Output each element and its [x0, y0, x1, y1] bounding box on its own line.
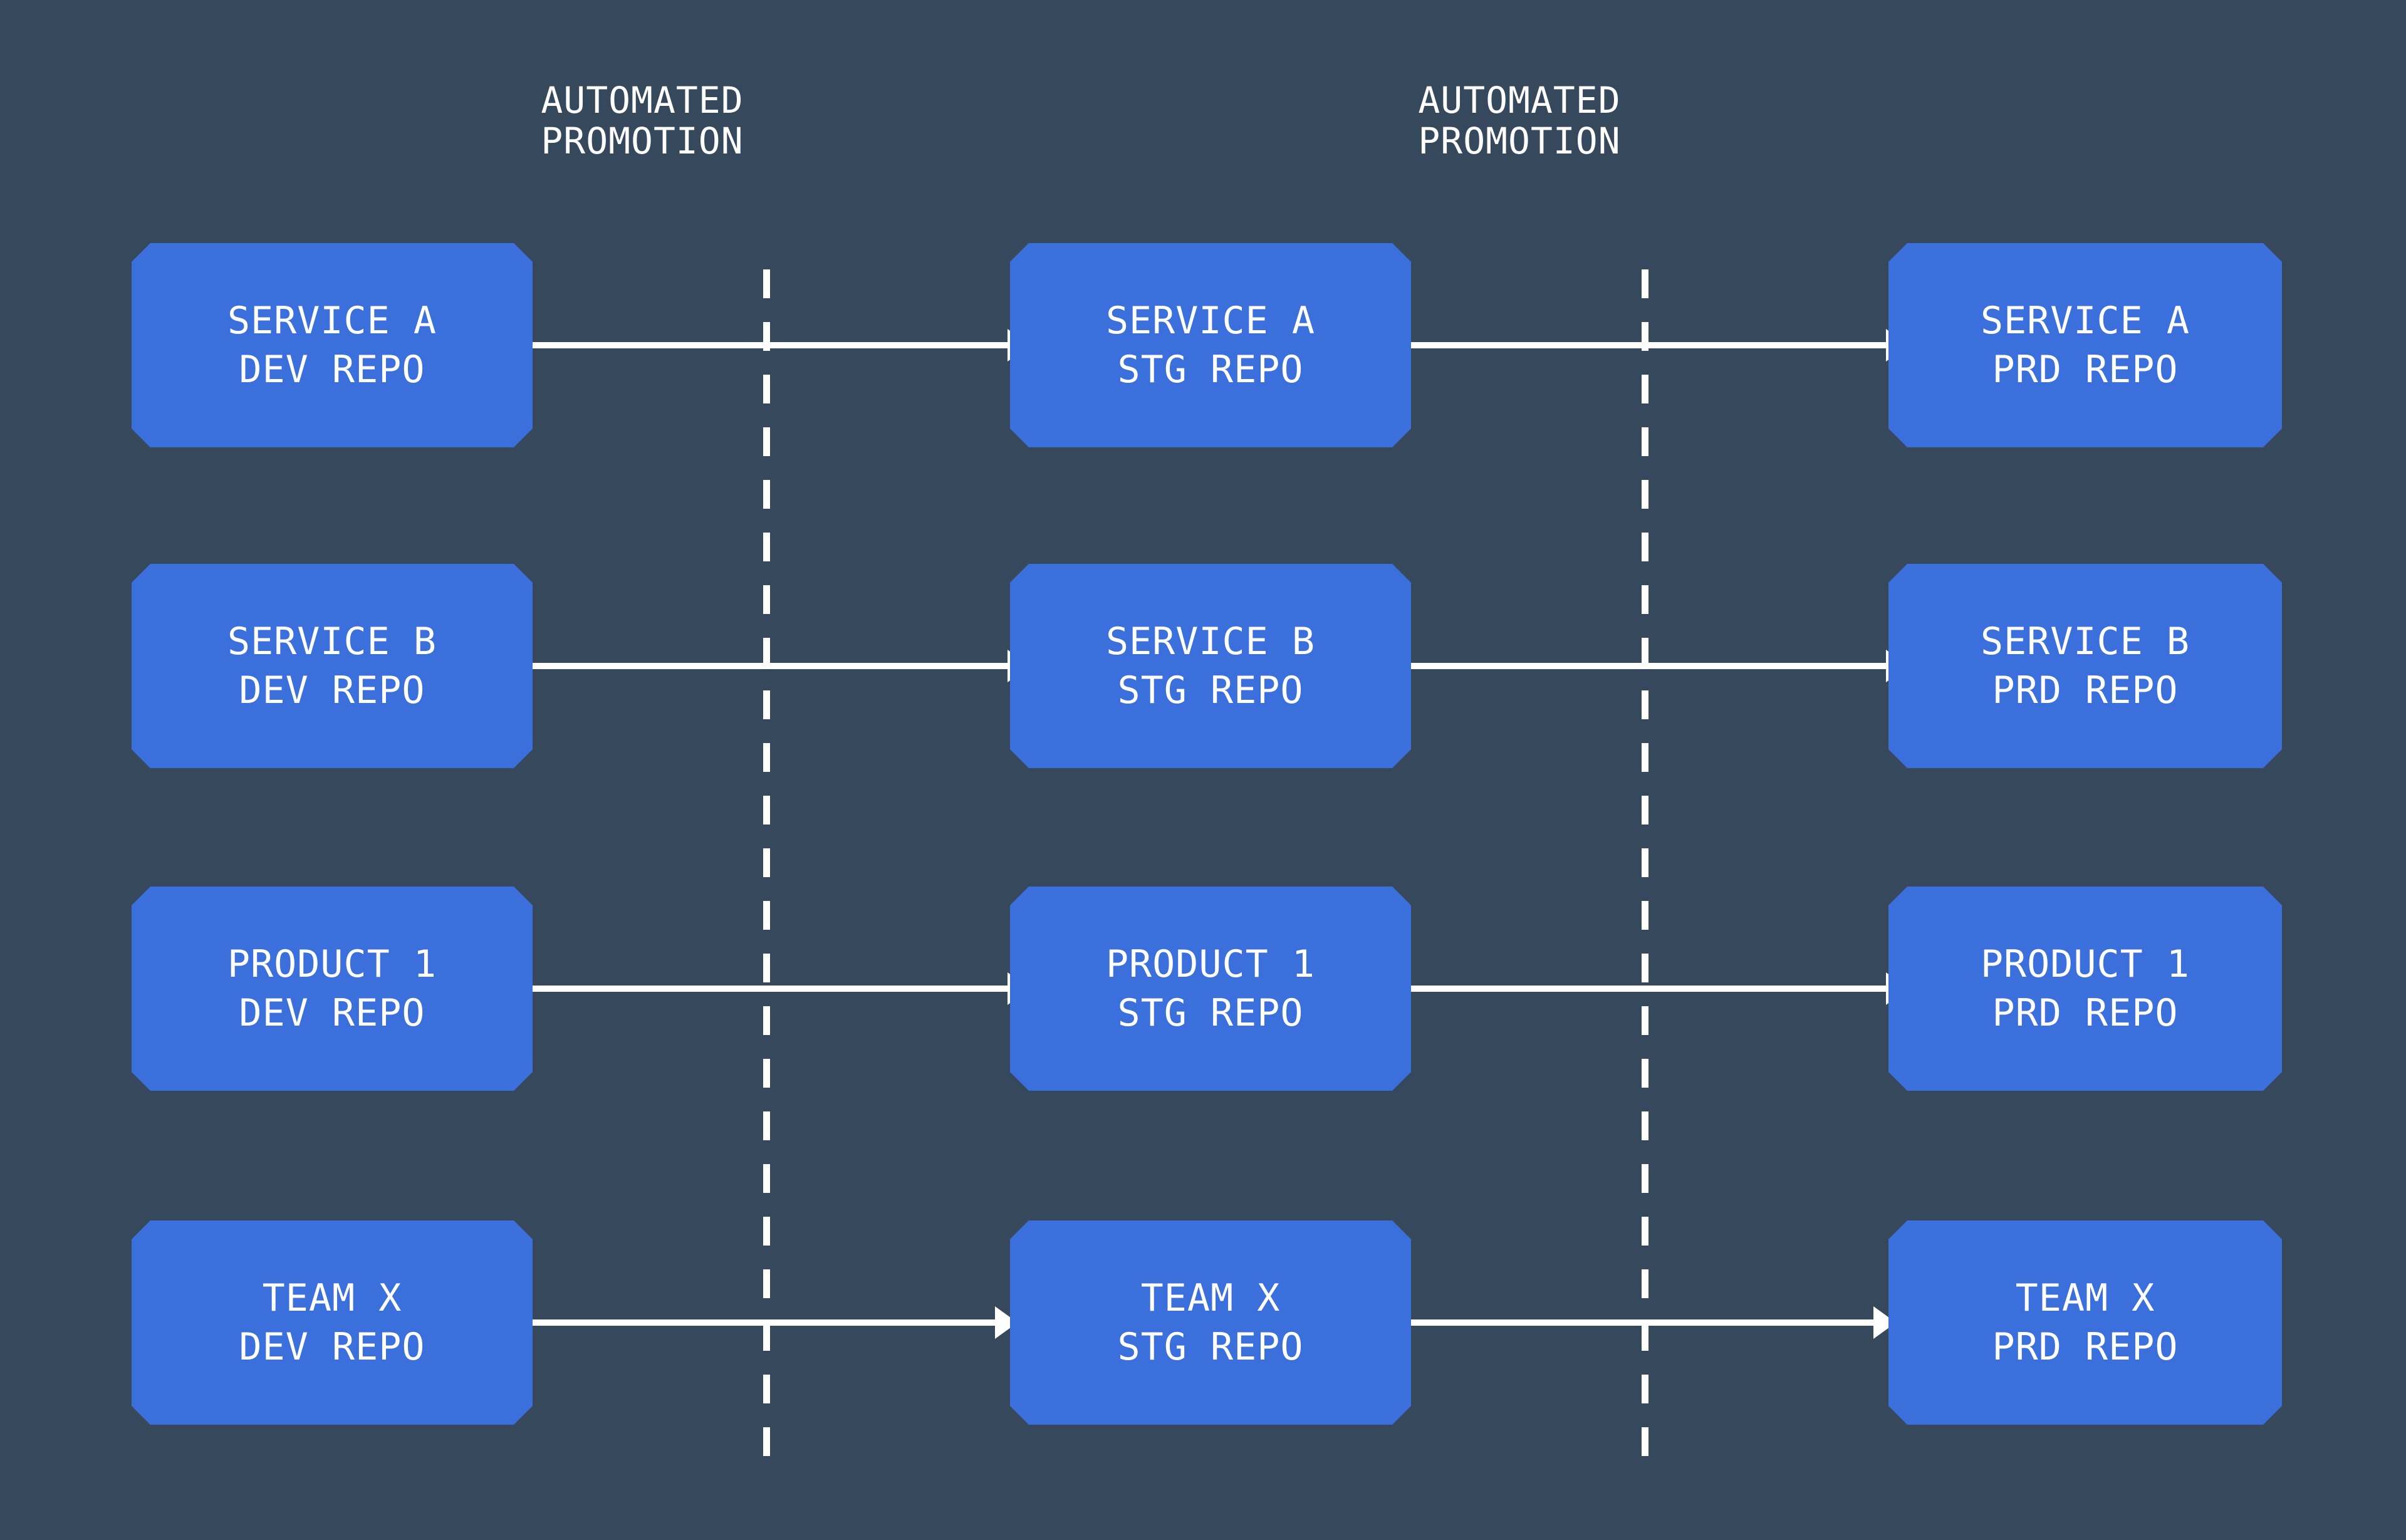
node-subtitle: PRD REPO	[1992, 1325, 2179, 1369]
node-service-b-dev[interactable]: SERVICE B DEV REPO	[132, 564, 533, 768]
arrow-product-1-stg-to-prd	[1411, 986, 1887, 992]
boundary-caption-2: AUTOMATED PROMOTION	[1418, 79, 1621, 162]
node-title: SERVICE A	[1105, 299, 1316, 343]
node-product-1-prd[interactable]: PRODUCT 1 PRD REPO	[1888, 887, 2282, 1091]
node-subtitle: STG REPO	[1117, 669, 1304, 712]
node-subtitle: DEV REPO	[239, 348, 425, 392]
node-title: SERVICE B	[1105, 620, 1316, 663]
node-title: SERVICE A	[227, 299, 437, 343]
node-product-1-stg[interactable]: PRODUCT 1 STG REPO	[1010, 887, 1411, 1091]
node-team-x-prd[interactable]: TEAM X PRD REPO	[1888, 1220, 2282, 1425]
arrow-service-b-dev-to-stg	[533, 663, 1009, 669]
boundary-line-2	[1642, 269, 1648, 1466]
node-service-a-prd[interactable]: SERVICE A PRD REPO	[1888, 243, 2282, 447]
node-product-1-dev[interactable]: PRODUCT 1 DEV REPO	[132, 887, 533, 1091]
node-title: TEAM X	[2015, 1276, 2155, 1320]
node-subtitle: PRD REPO	[1992, 669, 2179, 712]
arrow-team-x-dev-to-stg	[533, 1319, 996, 1326]
node-service-a-dev[interactable]: SERVICE A DEV REPO	[132, 243, 533, 447]
node-title: SERVICE A	[1980, 299, 2190, 343]
node-team-x-dev[interactable]: TEAM X DEV REPO	[132, 1220, 533, 1425]
node-subtitle: STG REPO	[1117, 1325, 1304, 1369]
node-title: SERVICE B	[1980, 620, 2190, 663]
node-title: PRODUCT 1	[1105, 942, 1316, 986]
node-subtitle: STG REPO	[1117, 991, 1304, 1035]
node-team-x-stg[interactable]: TEAM X STG REPO	[1010, 1220, 1411, 1425]
node-service-b-stg[interactable]: SERVICE B STG REPO	[1010, 564, 1411, 768]
node-service-b-prd[interactable]: SERVICE B PRD REPO	[1888, 564, 2282, 768]
node-title: PRODUCT 1	[1980, 942, 2190, 986]
node-title: TEAM X	[262, 1276, 402, 1320]
node-subtitle: DEV REPO	[239, 669, 425, 712]
node-title: SERVICE B	[227, 620, 437, 663]
node-subtitle: PRD REPO	[1992, 348, 2179, 392]
arrow-service-b-stg-to-prd	[1411, 663, 1887, 669]
node-subtitle: DEV REPO	[239, 1325, 425, 1369]
arrow-product-1-dev-to-stg	[533, 986, 1009, 992]
arrow-service-a-stg-to-prd	[1411, 342, 1887, 348]
arrow-team-x-stg-to-prd	[1411, 1319, 1875, 1326]
node-subtitle: STG REPO	[1117, 348, 1304, 392]
node-title: TEAM X	[1140, 1276, 1281, 1320]
boundary-line-1	[763, 269, 770, 1466]
boundary-caption-1: AUTOMATED PROMOTION	[541, 79, 744, 162]
node-subtitle: DEV REPO	[239, 991, 425, 1035]
node-title: PRODUCT 1	[227, 942, 437, 986]
arrow-service-a-dev-to-stg	[533, 342, 1009, 348]
node-service-a-stg[interactable]: SERVICE A STG REPO	[1010, 243, 1411, 447]
node-subtitle: PRD REPO	[1992, 991, 2179, 1035]
